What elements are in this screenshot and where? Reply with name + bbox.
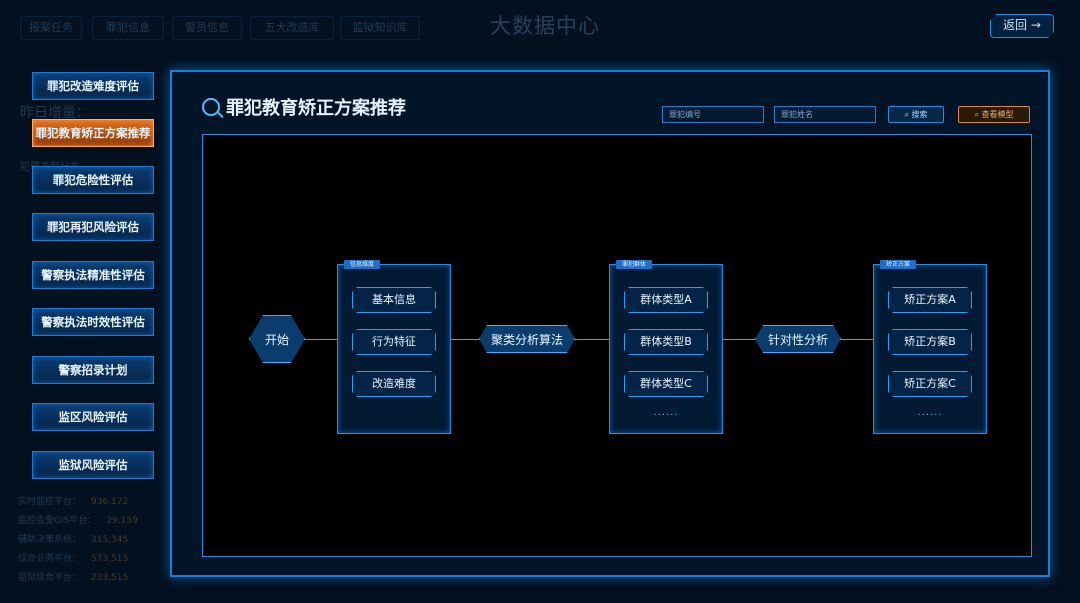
group-tag: 罪犯群体 — [616, 260, 653, 269]
sidebar-item-enforcement-accuracy[interactable]: 警察执法精准性评估 — [32, 261, 154, 289]
flow-line — [841, 339, 873, 340]
flow-item: 矫正方案C — [888, 371, 972, 397]
flow-item: 基本信息 — [352, 287, 436, 313]
flow-line — [277, 339, 337, 340]
correction-plan-panel: 罪犯教育矫正方案推荐 罪犯编号 罪犯姓名 ⌕ 搜索 ⌕ 查看模型 开始 信息维度… — [170, 70, 1050, 577]
more-dots: ...... — [653, 407, 679, 418]
criminal-group-group: 罪犯群体 群体类型A 群体类型B 群体类型C ...... — [609, 260, 723, 434]
search-icon: ⌕ — [974, 110, 979, 119]
flow-item: 群体类型A — [624, 287, 708, 313]
view-model-button[interactable]: ⌕ 查看模型 — [958, 106, 1030, 123]
flow-item: 群体类型C — [624, 371, 708, 397]
criminal-id-input[interactable]: 罪犯编号 — [662, 106, 764, 123]
flow-item: 改造难度 — [352, 371, 436, 397]
tab-criminal-info[interactable]: 罪犯信息 — [92, 16, 164, 40]
flow-item: 行为特征 — [352, 329, 436, 355]
sidebar-item-correction-plan[interactable]: 罪犯教育矫正方案推荐 — [32, 119, 154, 147]
flow-item: 矫正方案A — [888, 287, 972, 313]
arrow-right-icon: → — [1030, 18, 1041, 32]
sidebar-item-enforcement-timeliness[interactable]: 警察执法时效性评估 — [32, 308, 154, 336]
targeted-analysis-node: 针对性分析 — [755, 325, 841, 353]
back-button[interactable]: 返回 → — [990, 14, 1054, 38]
tab-reform-library[interactable]: 五大改造库 — [250, 16, 334, 40]
sidebar-item-danger-assessment[interactable]: 罪犯危险性评估 — [32, 166, 154, 194]
sidebar-item-reform-difficulty[interactable]: 罪犯改造难度评估 — [32, 72, 154, 100]
flow-item: 群体类型B — [624, 329, 708, 355]
bg-stat-row: 辅助决策系统：315,345 — [18, 535, 129, 545]
criminal-name-input[interactable]: 罪犯姓名 — [774, 106, 876, 123]
group-tag: 信息维度 — [344, 260, 381, 269]
more-dots: ...... — [917, 407, 943, 418]
bg-stat-row: 监狱综合平台：233,515 — [18, 573, 129, 583]
tab-police-info[interactable]: 警员信息 — [172, 16, 242, 40]
tab-knowledge-library[interactable]: 监狱知识库 — [340, 16, 420, 40]
flow-line — [451, 339, 479, 340]
page-title: 大数据中心 — [490, 14, 600, 38]
tab-case-tasks[interactable]: 报案任务 — [20, 16, 82, 40]
correction-plan-group: 矫正方案 矫正方案A 矫正方案B 矫正方案C ...... — [873, 260, 987, 434]
info-dimension-group: 信息维度 基本信息 行为特征 改造难度 — [337, 260, 451, 434]
flow-line — [723, 339, 755, 340]
search-document-icon — [202, 98, 220, 116]
bg-stat-row: 实时监控平台：936,172 — [18, 497, 129, 507]
flow-line — [575, 339, 609, 340]
sidebar-item-recidivism-risk[interactable]: 罪犯再犯风险评估 — [32, 213, 154, 241]
sidebar-item-prison-risk[interactable]: 监狱风险评估 — [32, 451, 154, 479]
panel-title: 罪犯教育矫正方案推荐 — [202, 94, 406, 120]
bg-stat-row: 综合业务平台：573,515 — [18, 554, 129, 564]
flow-canvas: 开始 信息维度 基本信息 行为特征 改造难度 聚类分析算法 罪犯群体 群体类型A… — [202, 134, 1032, 557]
group-tag: 矫正方案 — [880, 260, 917, 269]
sidebar-item-police-recruitment[interactable]: 警察招录计划 — [32, 356, 154, 384]
search-icon: ⌕ — [904, 110, 909, 119]
flow-item: 矫正方案B — [888, 329, 972, 355]
start-node: 开始 — [249, 315, 305, 363]
sidebar-item-ward-risk[interactable]: 监区风险评估 — [32, 403, 154, 431]
bg-stat-row: 监控告警GIS平台：29,159 — [18, 516, 138, 526]
clustering-algorithm-node: 聚类分析算法 — [479, 325, 575, 353]
search-button[interactable]: ⌕ 搜索 — [888, 106, 944, 123]
